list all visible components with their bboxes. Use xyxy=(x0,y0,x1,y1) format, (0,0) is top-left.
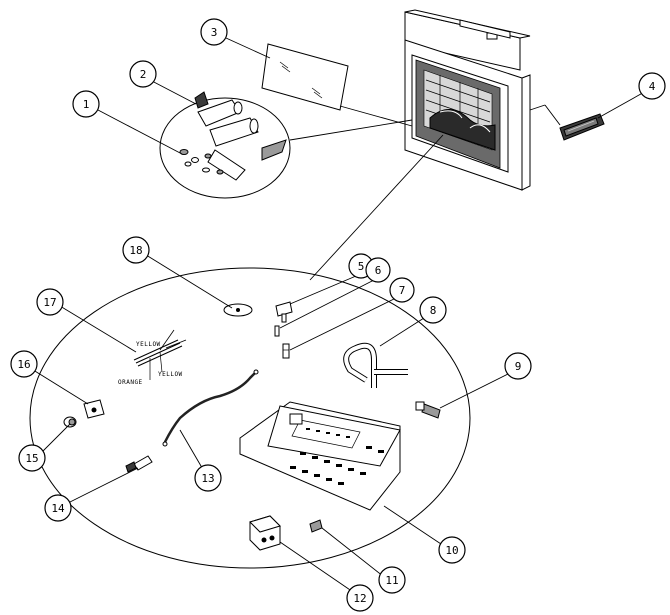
thermocouple xyxy=(282,343,290,359)
callout-12: 12 xyxy=(346,584,374,612)
callout-15: 15 xyxy=(18,444,46,472)
svg-text:3: 3 xyxy=(211,26,218,39)
svg-text:11: 11 xyxy=(385,574,398,587)
igniter-wire xyxy=(162,369,259,447)
fireplace-unit xyxy=(404,9,531,191)
burner-tube xyxy=(343,342,408,388)
callout-11: 11 xyxy=(378,566,406,594)
wire-label-yellow-bottom: YELLOW xyxy=(158,371,183,378)
callout-17: 17 xyxy=(36,288,64,316)
callout-16: 16 xyxy=(10,350,38,378)
log-set xyxy=(194,91,287,181)
svg-text:8: 8 xyxy=(430,304,437,317)
wire-label-orange: ORANGE xyxy=(118,379,143,386)
svg-text:2: 2 xyxy=(140,68,147,81)
svg-text:4: 4 xyxy=(649,80,656,93)
svg-text:18: 18 xyxy=(129,244,142,257)
callout-1: 1 xyxy=(72,90,100,118)
small-fitting xyxy=(309,519,323,533)
glass-panel xyxy=(261,43,349,111)
svg-text:7: 7 xyxy=(399,284,406,297)
svg-text:6: 6 xyxy=(375,264,382,277)
svg-text:5: 5 xyxy=(358,260,365,273)
remote-receiver xyxy=(559,113,605,141)
svg-text:12: 12 xyxy=(353,592,366,605)
ember-set xyxy=(179,149,224,175)
callout-2: 2 xyxy=(129,60,157,88)
gas-valve xyxy=(249,515,281,551)
callout-9: 9 xyxy=(504,352,532,380)
callout-14: 14 xyxy=(44,494,72,522)
burner-detail-ellipse xyxy=(29,267,471,569)
callout-3: 3 xyxy=(200,18,228,46)
switch xyxy=(83,399,105,419)
leader-lines xyxy=(29,37,649,595)
svg-text:10: 10 xyxy=(445,544,458,557)
svg-text:13: 13 xyxy=(201,472,214,485)
knob xyxy=(63,416,77,428)
svg-text:9: 9 xyxy=(515,360,522,373)
svg-text:15: 15 xyxy=(25,452,38,465)
callout-8: 8 xyxy=(419,296,447,324)
svg-text:16: 16 xyxy=(17,358,30,371)
svg-text:17: 17 xyxy=(43,296,56,309)
callout-13: 13 xyxy=(194,464,222,492)
callout-6: 6 xyxy=(365,257,391,283)
inline-plug xyxy=(125,455,153,473)
callout-18: 18 xyxy=(122,236,150,264)
orifice-fitting xyxy=(415,401,441,419)
svg-text:14: 14 xyxy=(51,502,65,515)
callout-10: 10 xyxy=(438,536,466,564)
callout-7: 7 xyxy=(389,277,415,303)
wire-label-yellow-top: YELLOW xyxy=(136,341,161,348)
pilot-bracket xyxy=(275,301,293,323)
svg-text:1: 1 xyxy=(83,98,90,111)
pilot-tube xyxy=(274,325,280,337)
wire-harness xyxy=(133,329,187,380)
callout-4: 4 xyxy=(638,72,666,100)
burner-tray xyxy=(239,401,401,511)
logs-detail-ellipse xyxy=(159,97,291,199)
